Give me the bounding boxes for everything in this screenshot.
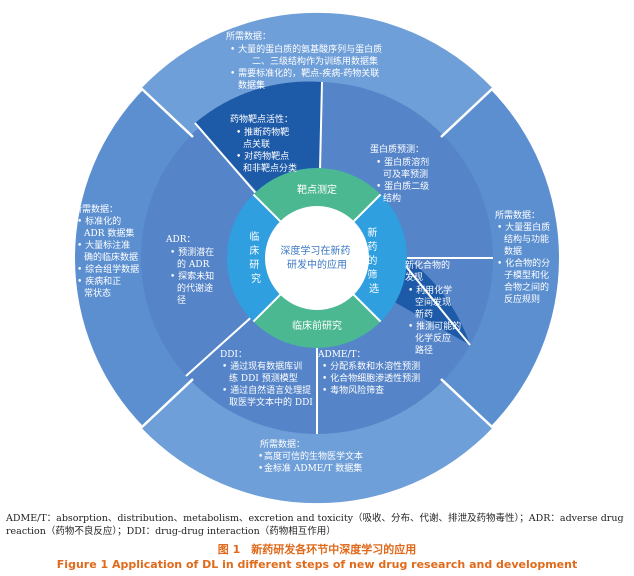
outer-bottom-bullet-1: 高度可信的生物医学文本 bbox=[264, 450, 363, 462]
middle-ddi-text: DDI： • 通过现有数据库训 练 DDI 预测模型 • 通过自然语言处理提 取… bbox=[220, 350, 314, 408]
center-circle bbox=[265, 206, 369, 310]
middle-compound-text: 新化合物的 发现 • 利用化学 空间发现 新药 • 推测可能的 化学反应 路径 bbox=[405, 259, 464, 356]
outer-bottom-text: 所需数据： 高度可信的生物医学文本 金标准 ADME/T 数据集 bbox=[260, 438, 366, 474]
outer-left-text: 所需数据： • 标准化的 ADR 数据集 • 大量标注准 确的临床数据 • 综合… bbox=[73, 203, 142, 299]
caption-zh: 图 1 新药研发各环节中深度学习的应用 bbox=[217, 543, 417, 556]
outer-right-text: 所需数据： • 大量蛋白质 结构与功能 数据 • 化合物的分 子模型和化 合物之… bbox=[495, 209, 553, 305]
inner-label-clinical: 临 床 研 究 bbox=[249, 230, 262, 285]
center-label: 深度学习在新药 研发中的应用 bbox=[280, 244, 353, 271]
middle-protein-text: 蛋白质预测： • 蛋白质溶剂 可及率预测 • 蛋白质二级 结构 bbox=[370, 143, 432, 204]
inner-label-preclinical: 临床前研究 bbox=[292, 319, 342, 332]
outer-dividers bbox=[140, 87, 494, 429]
caption-en: Figure 1 Application of DL in different … bbox=[56, 558, 578, 571]
drug-development-ring-diagram: 深度学习在新药 研发中的应用 靶点测定 临床前研究 新 药 的 筛 选 临 床 … bbox=[73, 12, 559, 504]
inner-label-target: 靶点测定 bbox=[297, 183, 337, 196]
outer-bottom-bullet-2: 金标准 ADME/T 数据集 bbox=[264, 462, 362, 474]
inner-label-screening: 新 药 的 筛 选 bbox=[367, 226, 380, 295]
middle-admet-text: ADME/T： • 分配系数和水溶性预测 • 化合物细胞渗透性预测 • 毒物风险… bbox=[317, 350, 423, 396]
middle-target-text: 药物靶点活性： • 推断药物靶 点关联 • 对药物靶点 和非靶点分类 bbox=[230, 113, 297, 174]
outer-bottom-bullets: • • bbox=[258, 452, 266, 474]
outer-top-text: 所需数据： • 大量的蛋白质的氨基酸序列与蛋白质 二、三级结构作为训练用数据集 … bbox=[226, 30, 385, 91]
footnote: ADME/T：absorption、distribution、metabolis… bbox=[6, 513, 624, 537]
middle-adr-text: ADR： • 预测潜在 的 ADR • 探索未知 的代谢途 径 bbox=[165, 235, 217, 306]
